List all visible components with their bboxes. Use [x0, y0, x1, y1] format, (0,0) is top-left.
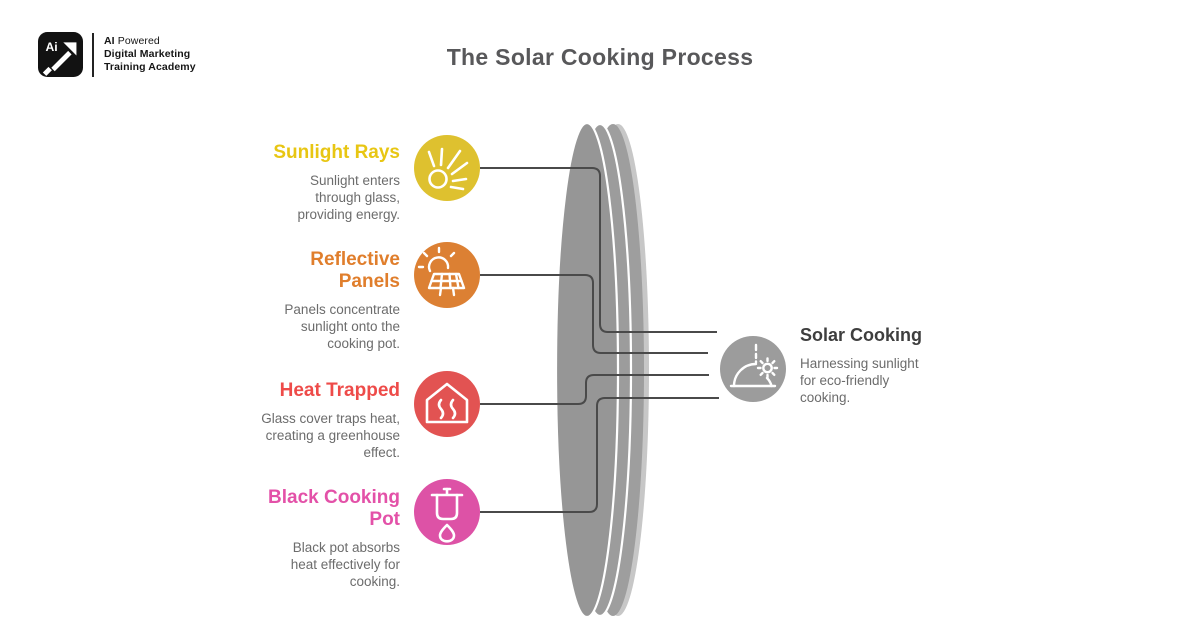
- solar-dome-icon: [729, 343, 779, 388]
- step-heading: Reflective Panels: [310, 249, 400, 292]
- brand-arrow-icon: Ai: [38, 32, 83, 77]
- connector-black-cooking-pot: [480, 397, 719, 513]
- connector-heat-trapped: [480, 374, 709, 405]
- svg-text:Ai: Ai: [46, 40, 58, 54]
- result-text-block: Solar Cooking Harnessing sunlight for ec…: [800, 324, 990, 406]
- step-sunlight-rays: Sunlight Rays Sunlight enters through gl…: [170, 142, 400, 223]
- solar-panel-badge: [414, 242, 480, 308]
- step-heat-trapped: Heat Trapped Glass cover traps heat, cre…: [170, 380, 400, 461]
- step-description: Black pot absorbs heat effectively for c…: [290, 540, 400, 589]
- house-heat-icon: [425, 382, 469, 424]
- connector-sunlight-rays: [480, 167, 717, 333]
- sun-rays-badge: [414, 135, 480, 201]
- step-reflective-panels: Reflective Panels Panels concentrate sun…: [170, 249, 400, 352]
- brand-line-3: Training Academy: [104, 61, 196, 73]
- house-heat-badge: [414, 371, 480, 437]
- brand-line-1: AI Powered: [104, 35, 160, 47]
- page-title: The Solar Cooking Process: [446, 44, 754, 70]
- brand-line-2: Digital Marketing: [104, 48, 191, 60]
- step-description: Glass cover traps heat, creating a green…: [261, 411, 400, 460]
- brand-logo: Ai AI Powered Digital Marketing Training…: [38, 32, 196, 77]
- sun-rays-icon: [427, 147, 469, 191]
- lens-disc-stack: [554, 121, 649, 619]
- step-heading: Heat Trapped: [279, 380, 400, 401]
- step-heading: Sunlight Rays: [273, 142, 400, 163]
- pot-flame-icon: [430, 487, 464, 543]
- result-description: Harnessing sunlight for eco-friendly coo…: [800, 356, 919, 405]
- connector-reflective-panels: [480, 274, 708, 354]
- solar-panel-icon: [417, 246, 466, 297]
- step-description: Panels concentrate sunlight onto the coo…: [284, 302, 400, 351]
- brand-divider: [92, 32, 94, 77]
- step-description: Sunlight enters through glass, providing…: [297, 173, 400, 222]
- step-black-cooking-pot: Black Cooking Pot Black pot absorbs heat…: [170, 487, 400, 590]
- pot-flame-badge: [414, 479, 480, 545]
- brand-name: AI Powered Digital Marketing Training Ac…: [104, 35, 196, 74]
- solar-cooking-badge: [720, 336, 786, 402]
- connector-lines: [480, 167, 719, 513]
- result-heading: Solar Cooking: [800, 325, 923, 345]
- step-heading: Black Cooking Pot: [268, 487, 400, 530]
